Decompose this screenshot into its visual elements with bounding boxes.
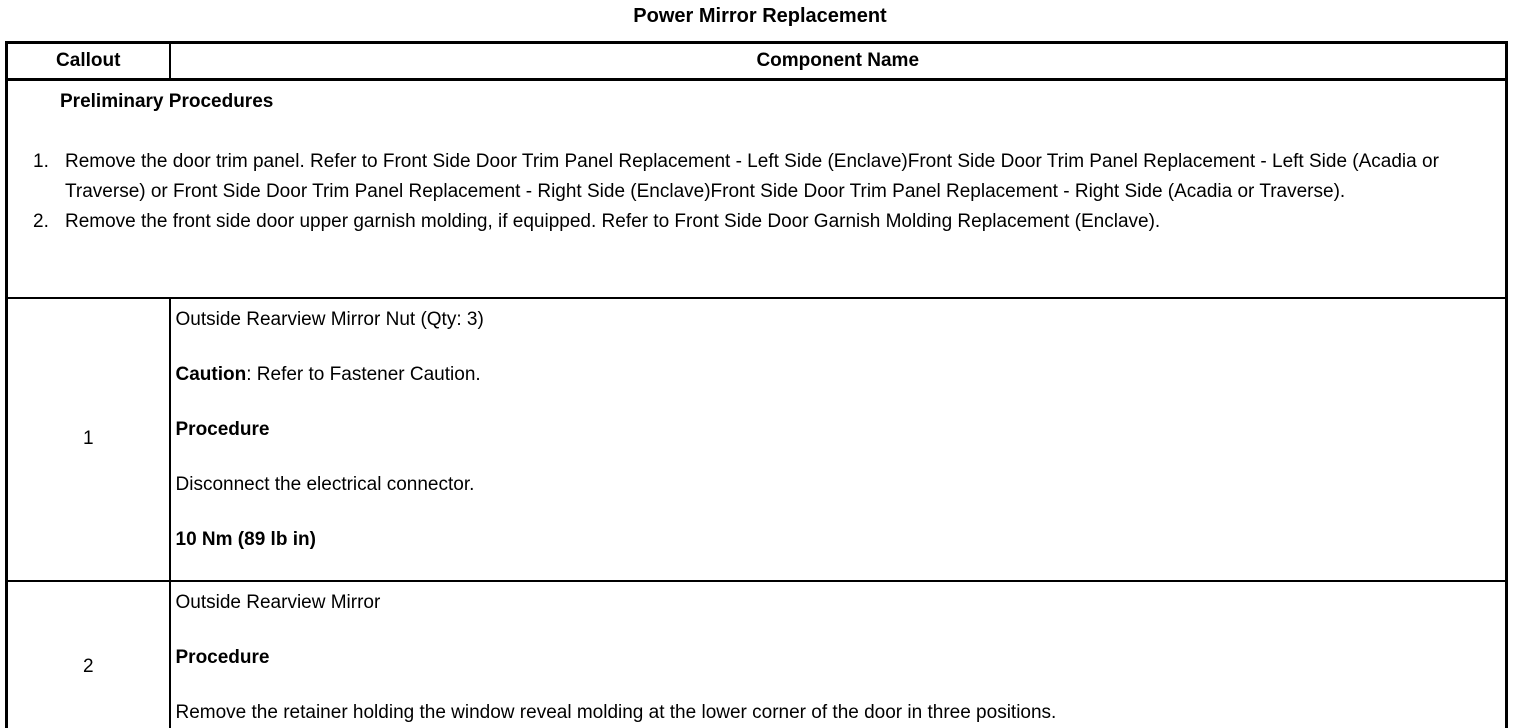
- component-name: Outside Rearview Mirror: [175, 591, 381, 613]
- step-number: 1.: [33, 151, 49, 172]
- callout-number: 1: [6, 297, 171, 582]
- procedure-text: Remove the retainer holding the window r…: [175, 701, 1057, 723]
- caution-note: Caution: Refer to Fastener Caution.: [176, 360, 1498, 390]
- procedure-label: Procedure: [175, 646, 270, 668]
- procedure-label: Procedure: [175, 418, 270, 440]
- preliminary-procedures-heading: Preliminary Procedures: [60, 91, 274, 112]
- step-number: 2.: [33, 211, 49, 232]
- preliminary-step-2: 2. Remove the front side door upper garn…: [8, 207, 1495, 237]
- step-text: Remove the front side door upper garnish…: [65, 211, 1161, 232]
- callout-number: 2: [6, 580, 171, 728]
- preliminary-procedures-cell: Preliminary Procedures 1. Remove the doo…: [6, 79, 1507, 299]
- column-header-callout: Callout: [6, 42, 171, 81]
- table-header-row: Callout Component Name: [6, 42, 1507, 81]
- procedure-text: Disconnect the electrical connector.: [175, 473, 475, 495]
- component-name: Outside Rearview Mirror Nut (Qty: 3): [175, 308, 484, 330]
- caution-text: : Refer to Fastener Caution.: [246, 363, 481, 385]
- component-description-cell: Outside Rearview Mirror Nut (Qty: 3) Cau…: [169, 297, 1507, 582]
- component-table: Callout Component Name Preliminary Proce…: [5, 41, 1508, 728]
- preliminary-procedures-row: Preliminary Procedures 1. Remove the doo…: [6, 79, 1507, 299]
- table-row: 2 Outside Rearview Mirror Procedure Remo…: [6, 580, 1507, 728]
- preliminary-step-1: 1. Remove the door trim panel. Refer to …: [8, 147, 1495, 207]
- column-header-component-name: Component Name: [169, 42, 1507, 81]
- page-title: Power Mirror Replacement: [633, 5, 887, 27]
- caution-label: Caution: [175, 363, 247, 385]
- component-description-cell: Outside Rearview Mirror Procedure Remove…: [170, 581, 1507, 728]
- table-row: 1 Outside Rearview Mirror Nut (Qty: 3) C…: [6, 297, 1507, 582]
- step-text: Remove the door trim panel. Refer to Fro…: [65, 151, 1439, 202]
- torque-spec: 10 Nm (89 lb in): [175, 528, 316, 550]
